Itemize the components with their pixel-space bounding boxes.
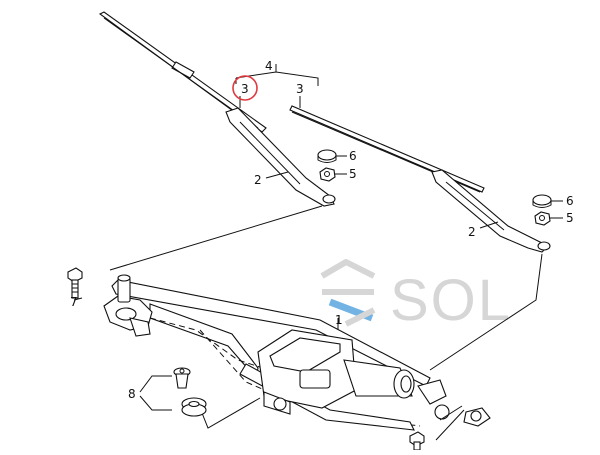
connection-lines: [109, 205, 543, 371]
callout-7: 7: [70, 295, 78, 309]
bolt-7: [67, 267, 83, 299]
logo-mark: [320, 259, 376, 327]
left-wiper-arm: [225, 107, 336, 207]
left-pivot: [103, 274, 153, 337]
callout-8: 8: [128, 387, 136, 401]
watermark-logo: SOL: [320, 259, 512, 333]
right-wiper-blade: [289, 105, 485, 193]
right-wiper-arm: [431, 169, 551, 253]
right-nut: [534, 211, 551, 226]
wiper-linkage: [111, 279, 431, 431]
callout-5-left: 5: [349, 167, 357, 181]
right-cap: [532, 194, 552, 208]
callout-2-right: 2: [468, 225, 476, 239]
callout-3-right: 3: [296, 82, 304, 96]
callout-1: 1: [335, 313, 343, 327]
wiper-motor: [257, 329, 450, 420]
left-nut: [319, 167, 336, 182]
callout-6-left: 6: [349, 149, 357, 163]
logo-text: SOL: [390, 268, 512, 333]
mount-stud: [173, 367, 191, 389]
right-pivot: [409, 405, 491, 451]
callout-labels: 4 3 3 2 6 5 6 5 2 7 1 8: [70, 59, 574, 401]
callout-3-left: 3: [241, 82, 249, 96]
highlight-circle: [232, 75, 258, 101]
callout-4: 4: [265, 59, 273, 73]
mount-grommet: [181, 397, 207, 417]
left-cap: [317, 149, 337, 163]
callout-6-right: 6: [566, 194, 574, 208]
callout-2-left: 2: [254, 173, 262, 187]
left-wiper-blade: [98, 11, 267, 133]
callout-5-right: 5: [566, 211, 574, 225]
